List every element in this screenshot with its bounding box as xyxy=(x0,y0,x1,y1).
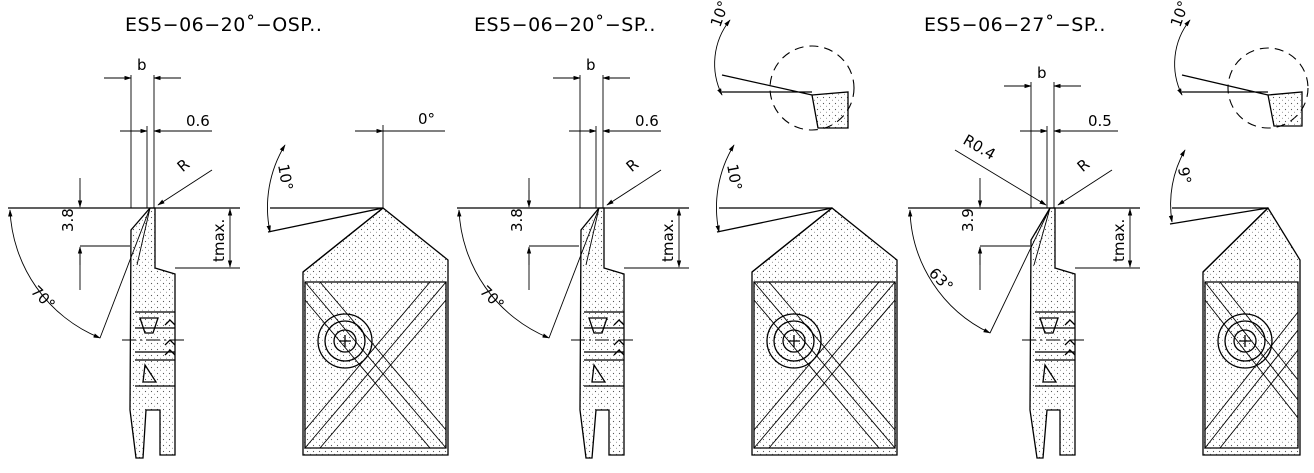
view-2-screw-section xyxy=(588,317,608,383)
view-2-detail-lines xyxy=(721,74,813,96)
view-1-screw-ring xyxy=(324,320,366,362)
view-2-edge xyxy=(585,207,600,266)
view-2-depth-lines xyxy=(528,178,579,290)
view-2-radius-label: R xyxy=(623,155,643,175)
view-2-screw-head xyxy=(782,329,806,353)
view-1-depth-lines xyxy=(79,178,130,290)
view-2-angle-label: 70° xyxy=(476,282,508,314)
view-1-title: ES5−06−20˚−OSP.. xyxy=(125,14,322,36)
view-1-depth-label: 3.8 xyxy=(59,208,77,232)
view-2-detail-arc xyxy=(714,19,731,96)
view-3-edge xyxy=(1033,207,1051,266)
view-3-detail-angle-label: 10° xyxy=(1167,0,1193,29)
view-2-side-top xyxy=(716,207,833,273)
view-2-side-clearance-arc xyxy=(715,144,735,233)
view-3-angle-arc xyxy=(908,209,991,334)
view-3-screw-cross xyxy=(1239,335,1251,347)
view-3-angle-leg xyxy=(989,207,1051,334)
view-3-side: 9° 10° xyxy=(1167,0,1309,456)
view-1-offset-label: 0.6 xyxy=(186,112,210,130)
view-2-detail-angle-label: 10° xyxy=(707,0,733,29)
view-2-screw-ring xyxy=(773,320,815,362)
view-3-depth-lines xyxy=(979,178,1030,290)
view-3-detail-insert xyxy=(1267,91,1303,127)
view-3-radius-label: R xyxy=(1074,155,1094,175)
view-1-side: 10° 0° xyxy=(266,110,449,456)
view-3-screw-head xyxy=(1233,329,1257,353)
view-1-angle-label: 70° xyxy=(27,282,59,314)
view-2-detail-insert xyxy=(811,91,849,129)
view-1-radius-label: R xyxy=(174,155,194,175)
view-2-offset-label: 0.6 xyxy=(635,112,659,130)
view-2-b-label: b xyxy=(586,56,596,74)
view-1-edge xyxy=(136,207,151,266)
view-2-side-body xyxy=(751,207,898,456)
view-1-screw-outer xyxy=(317,313,373,369)
view-3-tmax-label: tmax. xyxy=(1110,219,1128,262)
view-2-side-clearance-label: 10° xyxy=(723,163,745,192)
view-3-front: ES5−06−27˚−SP.. b 0.5 R R0.4 3.9 tmax. 6… xyxy=(908,14,1140,459)
view-3-offset-label: 0.5 xyxy=(1088,112,1112,130)
view-1-radius-leader xyxy=(157,169,213,206)
view-1-screw-cross xyxy=(339,335,351,347)
view-1-top-angle-label: 0° xyxy=(418,110,435,128)
view-2-front: ES5−06−20˚−SP.. b 0.6 R 3.8 tmax. 70° xyxy=(457,14,689,459)
view-3-side-hatch xyxy=(1204,281,1299,449)
view-2-screw-outer xyxy=(766,313,822,369)
view-3-side-window xyxy=(1204,281,1299,449)
view-2-tmax-label: tmax. xyxy=(659,219,677,262)
view-1-side-hatch xyxy=(304,281,447,449)
view-3-side-top xyxy=(1169,207,1269,273)
view-2-title: ES5−06−20˚−SP.. xyxy=(474,14,656,36)
view-3-detail-circle xyxy=(1227,47,1309,129)
view-3-side-clearance-label: 9° xyxy=(1174,166,1195,186)
view-1-tmax-label: tmax. xyxy=(210,219,228,262)
view-2-angle-arc xyxy=(457,209,550,339)
view-2-depth-label: 3.8 xyxy=(508,208,526,232)
view-3-screw-ring xyxy=(1224,320,1266,362)
view-1-front: ES5−06−20˚−OSP.. b 0.6 R 3.8 tmax xyxy=(8,14,322,459)
view-1-side-body xyxy=(302,207,449,456)
view-3-b-label: b xyxy=(1037,64,1047,82)
view-3-corner-label: R0.4 xyxy=(960,131,999,164)
view-3-screw-outer xyxy=(1217,313,1273,369)
view-2-detail-circle xyxy=(769,45,855,131)
view-1-side-clearance-arc xyxy=(266,144,286,233)
view-1-screw-head xyxy=(333,329,357,353)
view-3-side-clearance-arc xyxy=(1168,149,1186,223)
view-3-corner-leader xyxy=(954,149,1047,206)
view-1-angle-arc xyxy=(8,209,101,339)
view-2-screw-cross xyxy=(788,335,800,347)
view-2-side: 10° 10° xyxy=(707,0,898,456)
view-3-radius-leader xyxy=(1057,169,1113,206)
view-3-depth-label: 3.9 xyxy=(959,208,977,232)
view-3-detail-lines xyxy=(1181,74,1269,96)
view-1-screw-section xyxy=(139,317,159,383)
view-3-screw-section xyxy=(1039,317,1059,383)
view-2-angle-leg xyxy=(548,207,600,339)
view-1-angle-leg xyxy=(99,207,151,339)
view-2-radius-leader xyxy=(606,169,662,206)
view-1-side-top xyxy=(267,207,384,273)
view-1-b-label: b xyxy=(137,56,147,74)
view-3-title: ES5−06−27˚−SP.. xyxy=(924,14,1106,36)
view-1-side-clearance-label: 10° xyxy=(274,163,296,192)
view-3-angle-label: 63° xyxy=(925,264,957,296)
view-2-side-hatch xyxy=(753,281,896,449)
view-3-detail-arc xyxy=(1174,19,1191,96)
